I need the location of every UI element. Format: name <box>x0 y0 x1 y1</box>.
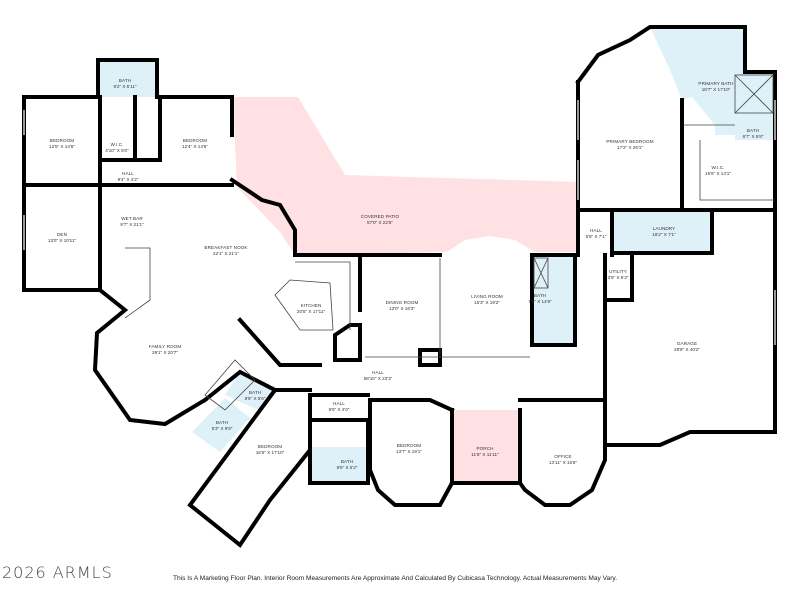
porch-fill <box>452 410 520 483</box>
room-dimensions: 9'6" X 5'2" <box>337 465 358 470</box>
windows <box>23 100 776 345</box>
room-dimensions: 15'3" X 19'2" <box>474 300 500 305</box>
room-dimensions: 15'6" X 14'1" <box>705 171 731 176</box>
room-dimensions: 8'5" X 5'6" <box>245 396 266 401</box>
copyright-watermark: 2026 ARMLS <box>2 563 113 582</box>
room-label-hall: HALL <box>372 370 384 375</box>
room-label-kitchen: KITCHEN <box>301 303 322 308</box>
room-label-garage: GARAGE <box>677 341 697 346</box>
room-dimensions: 9'6" X 4'0" <box>329 407 350 412</box>
room-dimensions: 16'2" X 7'1" <box>652 232 676 237</box>
room-dimensions: 13'0" X 10'11" <box>48 238 77 243</box>
room-label-office: OFFICE <box>554 454 571 459</box>
room-dimensions: 13'7" X 19'1" <box>396 449 422 454</box>
room-dimensions: 16'5" X 17'10" <box>256 450 285 455</box>
room-fills <box>100 27 775 483</box>
room-label-bath: BATH <box>534 293 546 298</box>
room-label-breakfast-nook: BREAKFAST NOOK <box>204 245 248 250</box>
top-bath-fill <box>100 62 157 97</box>
room-dimensions: 5'8" X 7'1" <box>586 234 607 239</box>
room-dimensions: 22'1" X 21'1" <box>213 251 239 256</box>
laundry-fill <box>613 211 712 253</box>
room-dimensions: 13'0" X 16'3" <box>389 306 415 311</box>
room-label-bath: BATH <box>747 128 759 133</box>
room-dimensions: 18'7" X 17'10" <box>702 87 731 92</box>
room-label-bedroom: BEDROOM <box>397 443 422 448</box>
room-dimensions: 28'8" X 40'2" <box>674 347 700 352</box>
room-label-bath: BATH <box>119 78 131 83</box>
room-label-laundry: LAUNDRY <box>653 226 676 231</box>
room-label-utility: UTILITY <box>609 269 627 274</box>
room-dimensions: 9'4" X 4'2" <box>118 177 139 182</box>
room-dimensions: 17'2" X 26'1" <box>617 145 643 150</box>
room-label-hall: HALL <box>122 171 134 176</box>
room-label-bath: BATH <box>249 390 261 395</box>
room-label-bath: BATH <box>216 420 228 425</box>
room-label-covered-patio: COVERED PATIO <box>361 214 400 219</box>
room-label-bath: BATH <box>341 459 353 464</box>
room-label-bedroom: BEDROOM <box>50 138 75 143</box>
room-dimensions: 12'5" X 14'6" <box>49 144 75 149</box>
fixtures <box>124 74 775 411</box>
covered-patio-fill <box>233 97 578 255</box>
room-dimensions: 13'11" X 15'8" <box>549 460 578 465</box>
hall-bath-fill <box>532 256 575 344</box>
room-dimensions: 9'7" X 21'1" <box>120 222 144 227</box>
room-dimensions: 29'1" X 20'7" <box>152 350 178 355</box>
room-label-bedroom: BEDROOM <box>258 444 283 449</box>
room-label-hall: HALL <box>590 228 602 233</box>
room-dimensions: 57'0" X 22'5" <box>367 220 393 225</box>
room-dimensions: 7'1" X 14'9" <box>528 299 552 304</box>
lower-bath-fill <box>312 447 368 483</box>
primary-bath-fill <box>650 27 745 135</box>
room-label-living-room: LIVING ROOM <box>471 294 503 299</box>
room-label-porch: PORCH <box>476 446 493 451</box>
room-dimensions: 4'10" X 5'0" <box>105 148 129 153</box>
room-label-primary-bedroom: PRIMARY BEDROOM <box>606 139 653 144</box>
room-dimensions: 3'9" X 6'3" <box>608 275 629 280</box>
room-label-w-i-c: W.I.C. <box>711 165 724 170</box>
room-label-hall: HALL <box>333 401 345 406</box>
room-label-family-room: FAMILY ROOM <box>149 344 182 349</box>
room-dimensions: 58'10" X 23'3" <box>364 376 393 381</box>
room-label-bedroom: BEDROOM <box>183 138 208 143</box>
lower-left-bath-fill <box>225 372 273 410</box>
room-dimensions: 12'4" X 14'6" <box>182 144 208 149</box>
room-dimensions: 9'2" X 5'11" <box>113 84 136 89</box>
disclaimer-text: This Is A Marketing Floor Plan. Interior… <box>173 575 618 582</box>
room-label-primary-bath: PRIMARY BATH <box>698 81 733 86</box>
room-dimensions: 6'7" X 5'8" <box>743 134 764 139</box>
room-label-dining-room: DINING ROOM <box>386 300 419 305</box>
room-label-w-i-c: W.I.C. <box>110 142 123 147</box>
walls <box>22 25 777 548</box>
room-dimensions: 5'3" X 9'8" <box>212 426 233 431</box>
room-dimensions: 20'5" X 17'11" <box>297 309 326 314</box>
lower-left-bath2-fill <box>192 398 250 452</box>
room-label-wet-bar: WET BAR <box>121 216 143 221</box>
room-label-den: DEN <box>57 232 67 237</box>
room-dimensions: 11'6" X 11'11" <box>471 452 499 457</box>
